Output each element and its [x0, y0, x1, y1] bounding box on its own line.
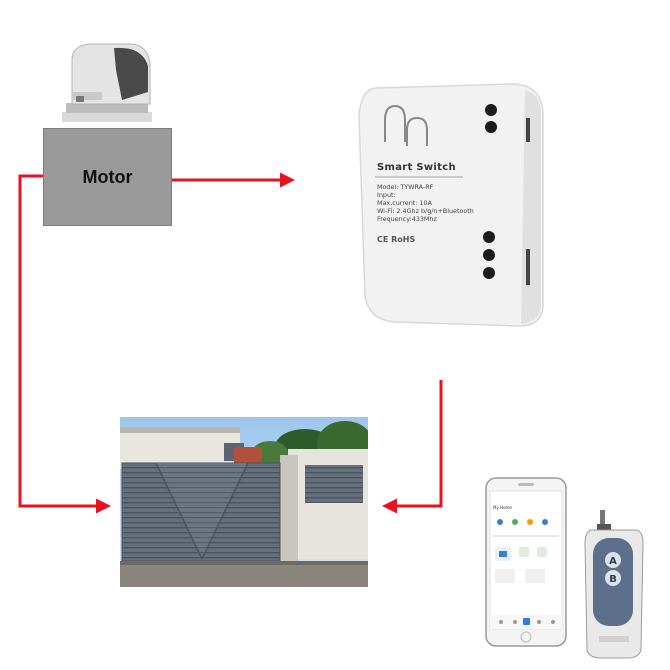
smart-switch-device: Smart Switch Model: TYWRA-RF Input: Max.… [355, 82, 545, 328]
remote-button-b: B [609, 574, 617, 585]
switch-spec-wifi: Wi-Fi: 2.4Ghz b/g/n+Bluetooth [377, 207, 474, 215]
motor-label: Motor [82, 166, 133, 187]
smartphone-app-image: My Home [485, 477, 567, 647]
switch-spec-current: Max.current: 10A [377, 199, 432, 207]
app-header-text: My Home [493, 505, 512, 510]
switch-spec-frequency: Frequency:433Mhz [377, 215, 437, 223]
switch-spec-model: Model: TYWRA-RF [377, 183, 434, 191]
switch-spec-input: Input: [377, 191, 396, 199]
switch-title: Smart Switch [377, 162, 456, 173]
smart-switch-body [358, 83, 544, 327]
motor-box: Motor [43, 128, 172, 226]
switch-to-gate-arrow [382, 380, 443, 514]
remote-button-a: A [609, 556, 617, 567]
sliding-gate-photo [120, 417, 368, 587]
gate-motor-image [62, 43, 152, 122]
switch-cert-marks: CE RoHS [377, 235, 416, 244]
rf-remote-image: A B [584, 510, 644, 659]
